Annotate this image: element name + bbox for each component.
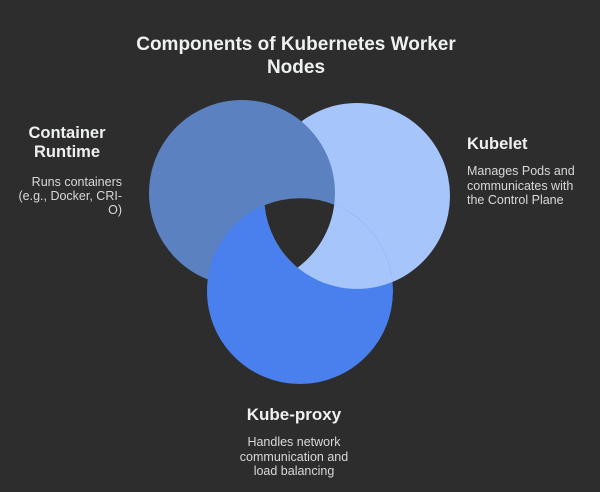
description-line: Manages Pods and xyxy=(467,164,575,178)
kube-proxy-label: Kube-proxy xyxy=(246,405,342,424)
description-line: communication and xyxy=(239,449,349,464)
description-line: the Control Plane xyxy=(467,193,564,207)
kubelet-description: Manages Pods and communicates with the C… xyxy=(467,164,575,208)
container-runtime-label: Container Runtime xyxy=(28,124,106,161)
kube-proxy-description: Handles network communication and load b… xyxy=(229,435,359,479)
description-line: load balancing xyxy=(253,464,335,478)
container-runtime-description: Runs containers (e.g., Docker, CRI- O) xyxy=(0,175,123,217)
kubelet-label: Kubelet xyxy=(467,135,528,153)
page-title: Components of Kubernetes Worker Nodes xyxy=(136,34,456,78)
description-line: O) xyxy=(108,202,122,217)
description-line: Handles network xyxy=(247,435,341,449)
description-line: (e.g., Docker, CRI- xyxy=(18,188,123,203)
description-line: Runs containers xyxy=(31,175,122,189)
description-line: communicates with xyxy=(467,178,574,193)
center-cutout xyxy=(264,198,335,268)
